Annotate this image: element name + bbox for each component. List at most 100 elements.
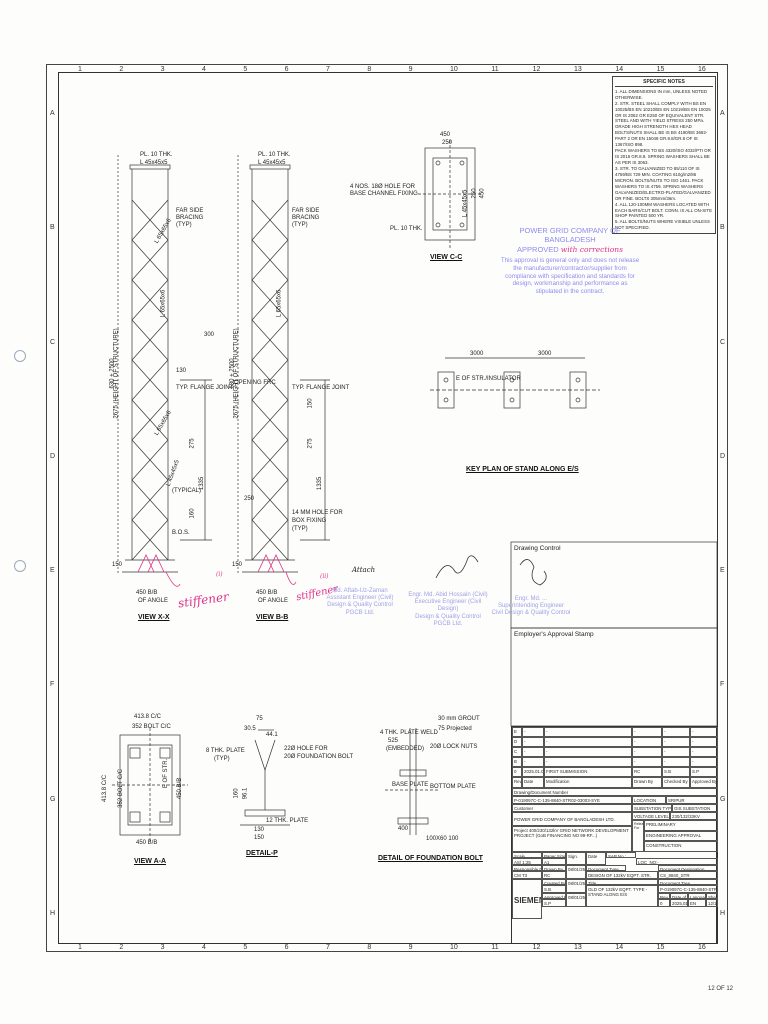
- revision-cell: -: [662, 737, 690, 747]
- grid-number: 11: [491, 66, 499, 73]
- note-item: GRADE HIGH STRENGTH HEX HEAD BOLTS/NUTS …: [615, 124, 708, 148]
- grid-letter: G: [50, 795, 56, 803]
- dp-label: 44.1: [266, 732, 278, 738]
- aa-label: E OF STR.: [163, 758, 170, 789]
- xx-label: 1335: [199, 476, 206, 491]
- fb-label: (EMBEDDED): [386, 746, 425, 752]
- grid-number: 3: [160, 944, 165, 951]
- fb-label: 4 THK. PLATE WELD: [380, 730, 438, 736]
- fb-label: BOTTOM PLATE: [430, 784, 476, 790]
- grid-letter: B: [50, 224, 55, 232]
- grid-letter: H: [50, 910, 56, 917]
- revision-cell: RC: [632, 767, 662, 777]
- cc-label: 450: [479, 188, 486, 199]
- drawing-number-label: Drawing/Document Number: [512, 788, 718, 796]
- grid-number: 14: [615, 66, 624, 73]
- note-item: PACK WASHERS TO BS 4320/ISO 4032/PTI OR …: [615, 148, 711, 165]
- dp-label: 20Ø FOUNDATION BOLT: [284, 754, 354, 760]
- xx-label: 150: [112, 562, 123, 568]
- revision-cell: -: [662, 727, 690, 737]
- bb-label: TYP. FLANGE JOINT: [292, 385, 350, 391]
- grid-letter: A: [50, 110, 55, 117]
- customer-label: Customer: [512, 804, 632, 812]
- notes-header: SPECIFIC NOTES: [615, 79, 713, 87]
- doctype: DESIGN OF 132kV EQPT. STR.: [586, 871, 658, 879]
- revision-cell: S.P: [690, 767, 718, 777]
- sheet-label: Sheet: [706, 893, 718, 899]
- signature-block: Engr. Md. Abid Hossain (Civil) Executive…: [408, 592, 488, 627]
- view-aa-drawing: [112, 728, 188, 842]
- grid-number: 13: [574, 66, 582, 73]
- fb-label: 525: [388, 738, 399, 744]
- revision-header: Date: [522, 777, 544, 788]
- grid-letter: F: [50, 681, 55, 689]
- detail-p-drawing: [240, 729, 290, 826]
- grid-number: 1: [78, 944, 82, 951]
- aa-label: 450 B/B: [177, 777, 184, 800]
- doctype-label: Document Type: [586, 865, 626, 871]
- grid-letter: C: [720, 338, 726, 346]
- foundation-bolt-title: DETAIL OF FOUNDATION BOLT: [378, 855, 483, 862]
- substation-label: SUBSTATION TYPE: [632, 804, 672, 812]
- view-bb-title: VIEW B-B: [256, 614, 289, 621]
- released-for: Released For: [632, 820, 644, 852]
- approvedby-label: Approved By: [542, 893, 566, 899]
- title-label: Title: [586, 879, 658, 885]
- scale-label: Scale: [512, 852, 542, 858]
- dp-label: 96.1: [242, 787, 249, 800]
- binder-hole-icon: [14, 560, 26, 572]
- status-construction: CONSTRUCTION: [644, 841, 718, 852]
- keyplan-label: E OF STR./INSULATOR: [456, 376, 521, 382]
- drawing-sheet: [58, 72, 718, 944]
- revision-cell: -: [632, 747, 662, 757]
- bb-label: 150: [307, 398, 314, 409]
- siemens-logo: SIEMENS: [512, 879, 542, 919]
- dp-label: 8 THK. PLATE: [206, 748, 245, 754]
- bb-label: 250: [244, 496, 255, 502]
- view-cc-drawing: [418, 140, 482, 250]
- paper: A1: [542, 858, 566, 865]
- revision-cell: 0: [512, 767, 522, 777]
- revision-cell: -: [632, 727, 662, 737]
- revision-cell: -: [522, 737, 544, 747]
- revision-cell: -: [662, 757, 690, 767]
- stamp-company: POWER GRID COMPANY OF BANGLADESH: [519, 226, 621, 245]
- grid-number: 5: [243, 944, 248, 951]
- xx-label: 275: [189, 438, 196, 449]
- grid-letter: A: [720, 110, 725, 117]
- fb-label: 75 Projected: [438, 726, 472, 732]
- revision-header: Rev.: [512, 777, 522, 788]
- dateof-label: Date of issue: [670, 893, 688, 899]
- revision-cell: 2025.01.09: [522, 767, 544, 777]
- grid-letter: H: [720, 910, 726, 917]
- revision-cell: -: [522, 727, 544, 737]
- revision-cell: E: [512, 727, 522, 737]
- keyplan-dim: 3000: [470, 351, 484, 357]
- rev: 0: [658, 899, 670, 907]
- revision-header: Drawn By: [632, 777, 662, 788]
- aa-label: 413.8 C/C: [134, 714, 162, 720]
- foundation-bolt-drawing: [385, 728, 440, 835]
- bb-label: 150: [232, 562, 243, 568]
- stamp-body: This approval is general only and does n…: [500, 257, 640, 296]
- bb-label: OF ANGLE: [258, 598, 289, 604]
- key-plan-drawing: [430, 357, 600, 409]
- grid-number: 8: [367, 66, 372, 73]
- status-engineering: ENGINEERING APPROVAL: [644, 831, 718, 841]
- xx-label: L 45x45x5: [140, 160, 168, 166]
- xx-label: PL. 10 THK.: [140, 152, 173, 158]
- page-number: 12 OF 12: [708, 986, 734, 992]
- xx-label: 160: [189, 508, 196, 519]
- bb-label: L 45x45x5: [258, 160, 286, 166]
- grid-letter: D: [50, 452, 56, 460]
- dp-label: (TYP): [214, 756, 230, 762]
- fb-label: 30 mm GROUT: [438, 716, 480, 722]
- dp-label: 22Ø HOLE FOR: [284, 746, 328, 752]
- revision-cell: -: [662, 747, 690, 757]
- dp-label: 30.5: [244, 726, 256, 732]
- grid-letter: E: [720, 567, 725, 575]
- grid-number: 4: [202, 66, 206, 73]
- stamp-handwritten: with corrections: [560, 244, 623, 254]
- view-aa-title: VIEW A-A: [134, 858, 167, 865]
- lang: EN: [688, 899, 706, 907]
